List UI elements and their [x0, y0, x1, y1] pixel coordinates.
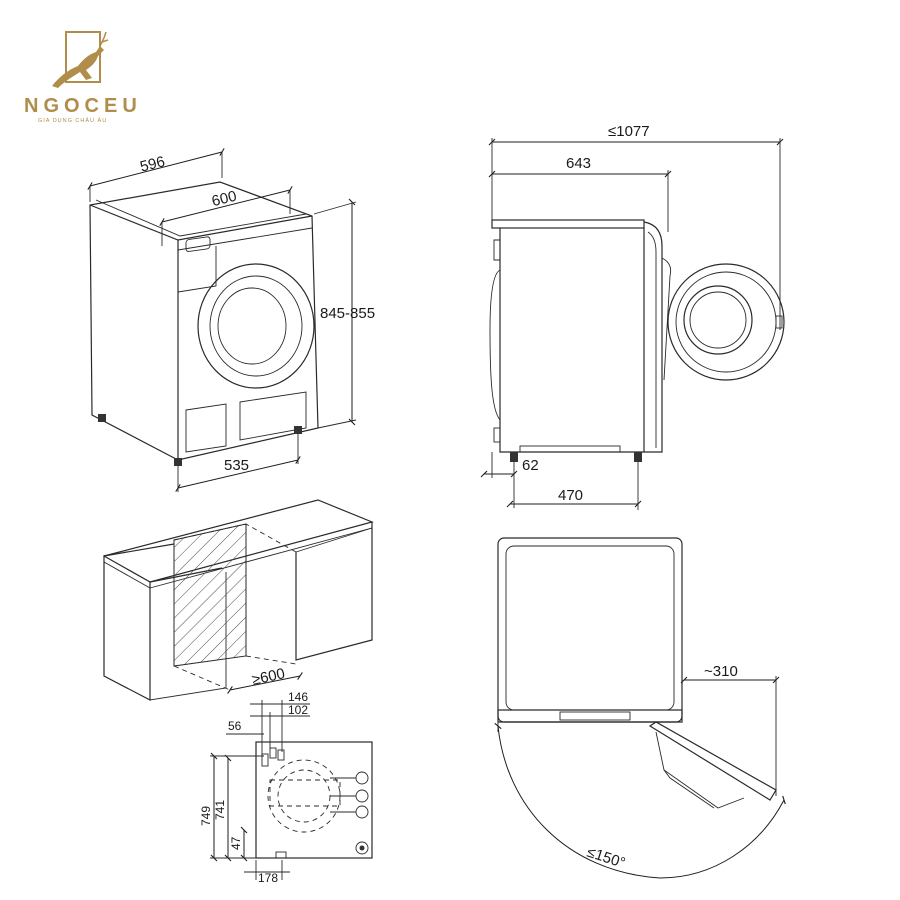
- side-view: ≤1077 643 62 470: [480, 123, 785, 510]
- side-body-depth-label: 643: [566, 155, 591, 172]
- front-feet-span-label: 535: [224, 457, 249, 474]
- front-height-label: 845-855: [320, 305, 375, 322]
- brand-name: NGOCEU: [24, 95, 142, 117]
- top-door-angle-label: ≤150°: [585, 844, 628, 872]
- front-width-label: 596: [138, 153, 166, 176]
- top-door-clearance-label: ~310: [704, 663, 738, 680]
- rear-dim-178: 178: [258, 871, 278, 885]
- side-total-depth-label: ≤1077: [608, 123, 650, 140]
- side-foot-offset-label: 62: [522, 457, 539, 474]
- rear-dim-102: 102: [288, 703, 308, 717]
- brand-tagline: GIA DỤNG CHÂU ÂU: [38, 117, 107, 124]
- rear-dim-749: 749: [199, 806, 213, 826]
- rear-view: 146 102 56 749 741 47 178: [199, 690, 373, 885]
- top-view: ~310 ≤150°: [494, 537, 786, 879]
- side-feet-span-label: 470: [558, 487, 583, 504]
- niche-depth-label: ≥600: [250, 665, 286, 689]
- front-depth-label: 600: [210, 188, 238, 211]
- rear-dim-146: 146: [288, 690, 308, 704]
- deer-logo-icon: [52, 31, 109, 88]
- niche-view: ≥600: [103, 499, 374, 701]
- brand-logo: NGOCEU GIA DỤNG CHÂU ÂU: [24, 31, 142, 124]
- rear-dim-47: 47: [229, 836, 243, 850]
- rear-dim-741: 741: [213, 800, 227, 820]
- rear-dim-56: 56: [228, 719, 242, 733]
- front-iso-view: 596 600 845-855 535: [87, 148, 375, 492]
